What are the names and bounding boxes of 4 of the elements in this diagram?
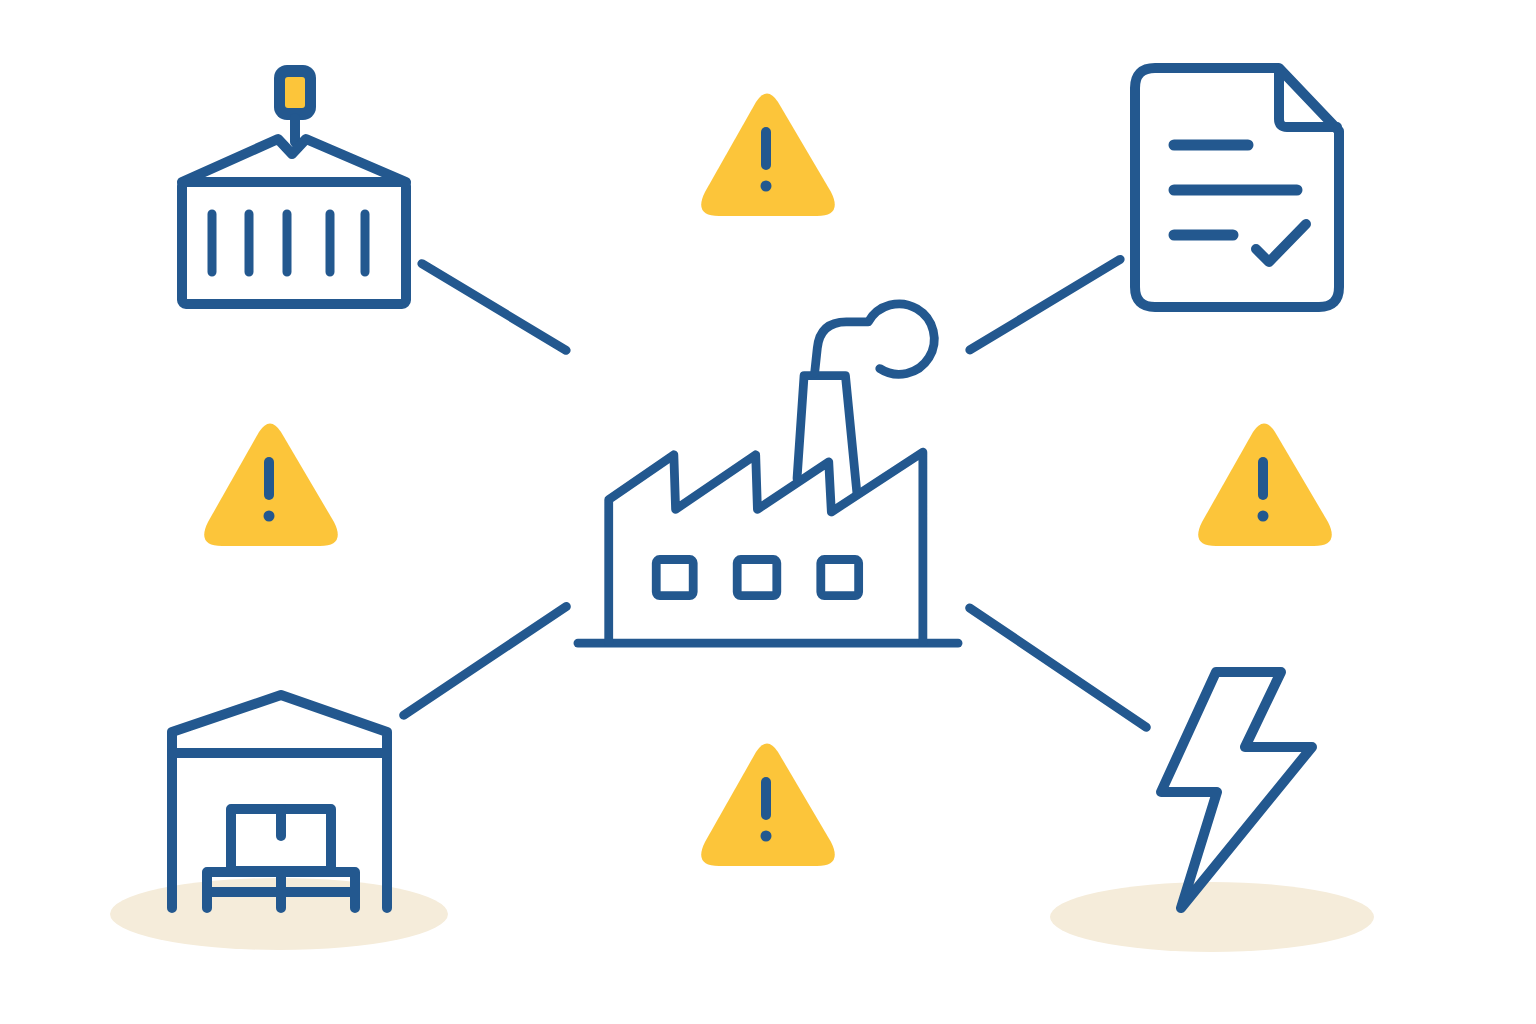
connector-line (965, 254, 1125, 355)
connector-line (965, 603, 1151, 732)
connector-line (417, 259, 571, 355)
connector-line (399, 602, 571, 720)
